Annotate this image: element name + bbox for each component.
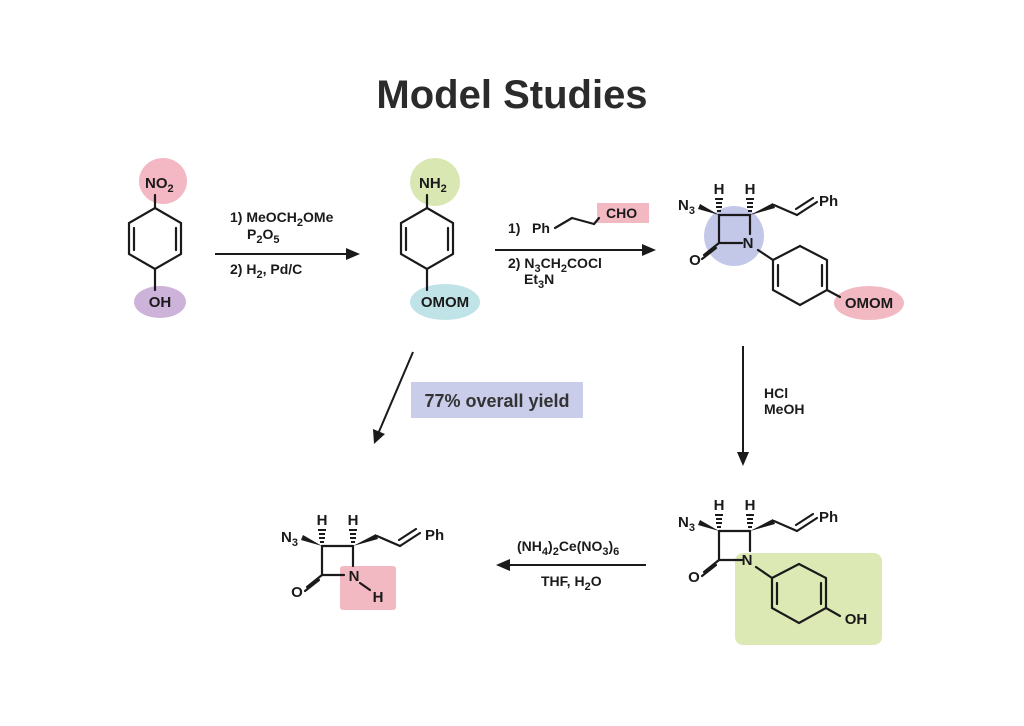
hydroxyl-label: OH (149, 294, 172, 311)
svg-text:Et3N: Et3N (524, 271, 554, 291)
arrow-step4 (496, 559, 646, 571)
lactam-h1-label: H (714, 497, 725, 514)
omom-highlight-2 (834, 286, 904, 320)
azide-label: N (678, 197, 689, 214)
compound-aniline-omom: NH2 OMOM (399, 175, 469, 311)
lactam-n-label: N (742, 552, 753, 569)
svg-text:1): 1) (508, 220, 520, 236)
compound-nitrophenol: NO2 OH (127, 175, 183, 311)
arrow-step3 (737, 346, 749, 466)
svg-text:2) H2, Pd/C: 2) H2, Pd/C (230, 261, 302, 281)
step3-conditions: HCl MeOH (764, 385, 804, 417)
svg-text:THF, H2O: THF, H2O (541, 573, 602, 593)
svg-text:1) MeOCH2OMe: 1) MeOCH2OMe (230, 209, 334, 229)
svg-text:HCl: HCl (764, 385, 788, 401)
cinnamaldehyde-ph: Ph (532, 220, 550, 236)
svg-text:NO2: NO2 (145, 175, 174, 195)
page-title: Model Studies (376, 73, 647, 117)
omom-label-1: OMOM (421, 294, 469, 311)
step2-conditions: 1) Ph CHO 2) N3CH2COCl Et3N (508, 205, 637, 291)
hydroxyl-highlight (134, 286, 186, 318)
compound-lactam-phenol: N3 H H N O Ph OH (678, 497, 867, 628)
yield-badge: 77% overall yield (424, 391, 569, 411)
lactam-o-label: O (689, 252, 701, 269)
nitro-highlight (139, 158, 187, 204)
phenyl-label: Ph (819, 193, 838, 210)
lactam-n-label: N (743, 235, 754, 252)
phenyl-label: Ph (425, 527, 444, 544)
nitro-label: NO (145, 175, 168, 192)
svg-text:NH2: NH2 (419, 175, 447, 195)
omom-highlight-1 (410, 284, 480, 320)
lactam-o-label: O (688, 569, 700, 586)
lactam-h1-label: H (317, 512, 328, 529)
svg-text:(NH4)2Ce(NO3)6: (NH4)2Ce(NO3)6 (517, 538, 619, 558)
arrow-step1 (215, 248, 360, 260)
phenol-box-highlight (735, 553, 882, 645)
phenol-oh-label: OH (845, 611, 868, 628)
compound-nh-lactam: N3 H H N H O Ph (281, 512, 444, 606)
azide-label: N (281, 529, 292, 546)
step4-conditions: (NH4)2Ce(NO3)6 THF, H2O (517, 538, 619, 593)
svg-text:2) N3CH2COCl: 2) N3CH2COCl (508, 255, 602, 275)
lactam-h2-label: H (745, 497, 756, 514)
lactam-n-label: N (349, 568, 360, 585)
amine-highlight (410, 158, 460, 206)
amine-label: NH (419, 175, 441, 192)
aldehyde-label: CHO (606, 205, 637, 221)
svg-text:P2O5: P2O5 (247, 226, 279, 246)
svg-text:N3: N3 (678, 514, 695, 534)
yield-badge-bg (411, 382, 583, 418)
step1-conditions: 1) MeOCH2OMe P2O5 2) H2, Pd/C (230, 209, 334, 281)
lactam-h1-label: H (714, 181, 725, 198)
lactam-h2-label: H (348, 512, 359, 529)
phenyl-label: Ph (819, 509, 838, 526)
svg-text:MeOH: MeOH (764, 401, 804, 417)
svg-text:N3: N3 (281, 529, 298, 549)
arrow-step2 (495, 244, 656, 256)
svg-text:N3: N3 (678, 197, 695, 217)
omom-label-2: OMOM (845, 295, 893, 312)
lactam-o-label: O (291, 584, 303, 601)
aldehyde-highlight (597, 203, 649, 223)
nh-h-label: H (373, 589, 384, 606)
compound-lactam-omom: N3 H H N O Ph OMOM (678, 181, 893, 312)
arrow-overall (373, 351, 414, 444)
azide-label: N (678, 514, 689, 531)
lactam-h2-label: H (745, 181, 756, 198)
